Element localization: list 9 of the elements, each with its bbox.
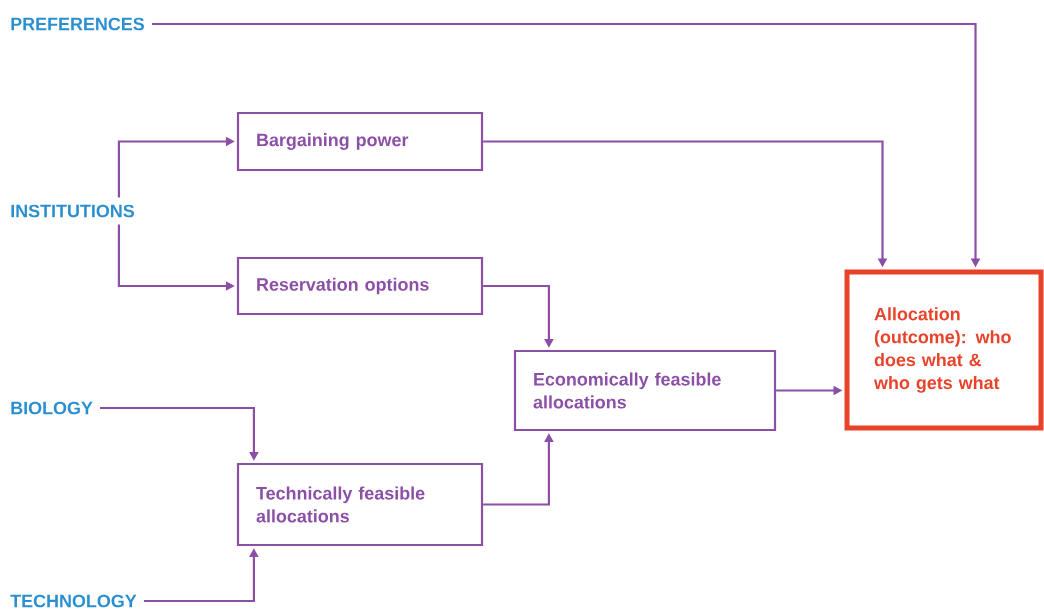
process-box: Technically feasible allocations (236, 462, 484, 547)
category-label: BIOLOGY (11, 401, 93, 415)
process-box: Economically feasible allocations (513, 349, 777, 432)
category-label: TECHNOLOGY (10, 594, 137, 608)
category-label: INSTITUTIONS (11, 204, 135, 218)
category-label: PREFERENCES (11, 17, 144, 31)
process-box: Reservation options (236, 256, 484, 316)
outcome-box: Allocation (outcome): who does what & who gets what (844, 269, 1044, 431)
process-box: Bargaining power (236, 111, 484, 172)
